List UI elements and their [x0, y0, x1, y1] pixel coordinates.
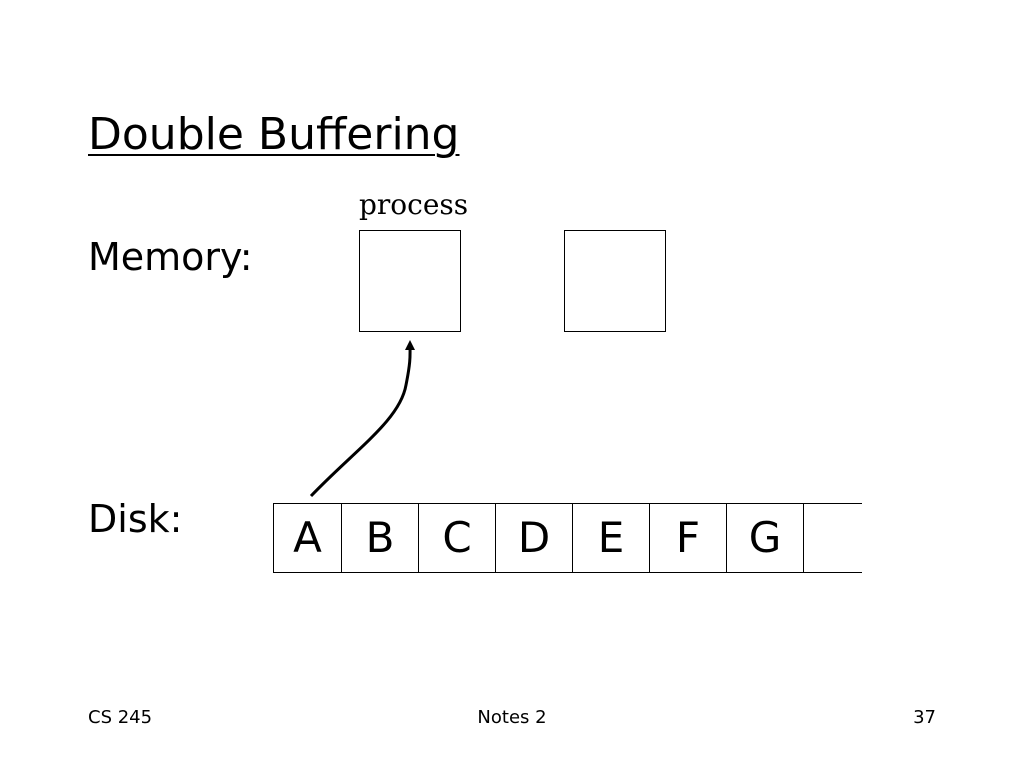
disk-block: G	[727, 504, 804, 572]
disk-blocks: A B C D E F G	[273, 503, 862, 573]
footer-course: CS 245	[88, 707, 153, 728]
process-label: process	[359, 188, 469, 221]
slide-title: Double Buffering	[88, 109, 460, 160]
disk-block: A	[274, 504, 342, 572]
footer-notes: Notes 2	[477, 707, 547, 728]
disk-label: Disk:	[88, 497, 183, 541]
disk-block: D	[496, 504, 573, 572]
arrow-path	[309, 340, 416, 498]
footer-page-number: 37	[913, 707, 936, 728]
disk-block-empty	[804, 504, 862, 572]
memory-buffer-1	[359, 230, 461, 332]
disk-block: F	[650, 504, 727, 572]
disk-block: E	[573, 504, 650, 572]
disk-block: B	[342, 504, 419, 572]
memory-label: Memory:	[88, 235, 253, 279]
disk-block: C	[419, 504, 496, 572]
memory-buffer-2	[564, 230, 666, 332]
